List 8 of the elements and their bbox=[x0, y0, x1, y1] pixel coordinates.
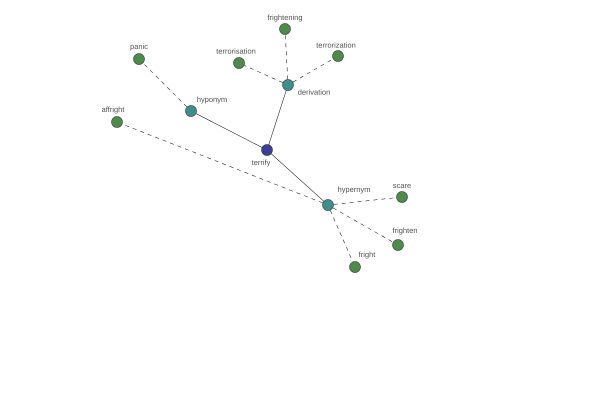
connector-line bbox=[292, 58, 334, 82]
connector-line bbox=[196, 113, 262, 148]
connector-line bbox=[142, 62, 188, 108]
connector-line bbox=[271, 154, 324, 202]
connector-line bbox=[244, 65, 283, 83]
connector-line bbox=[268, 90, 286, 145]
connector-line bbox=[285, 34, 288, 80]
connector-line bbox=[332, 208, 394, 242]
